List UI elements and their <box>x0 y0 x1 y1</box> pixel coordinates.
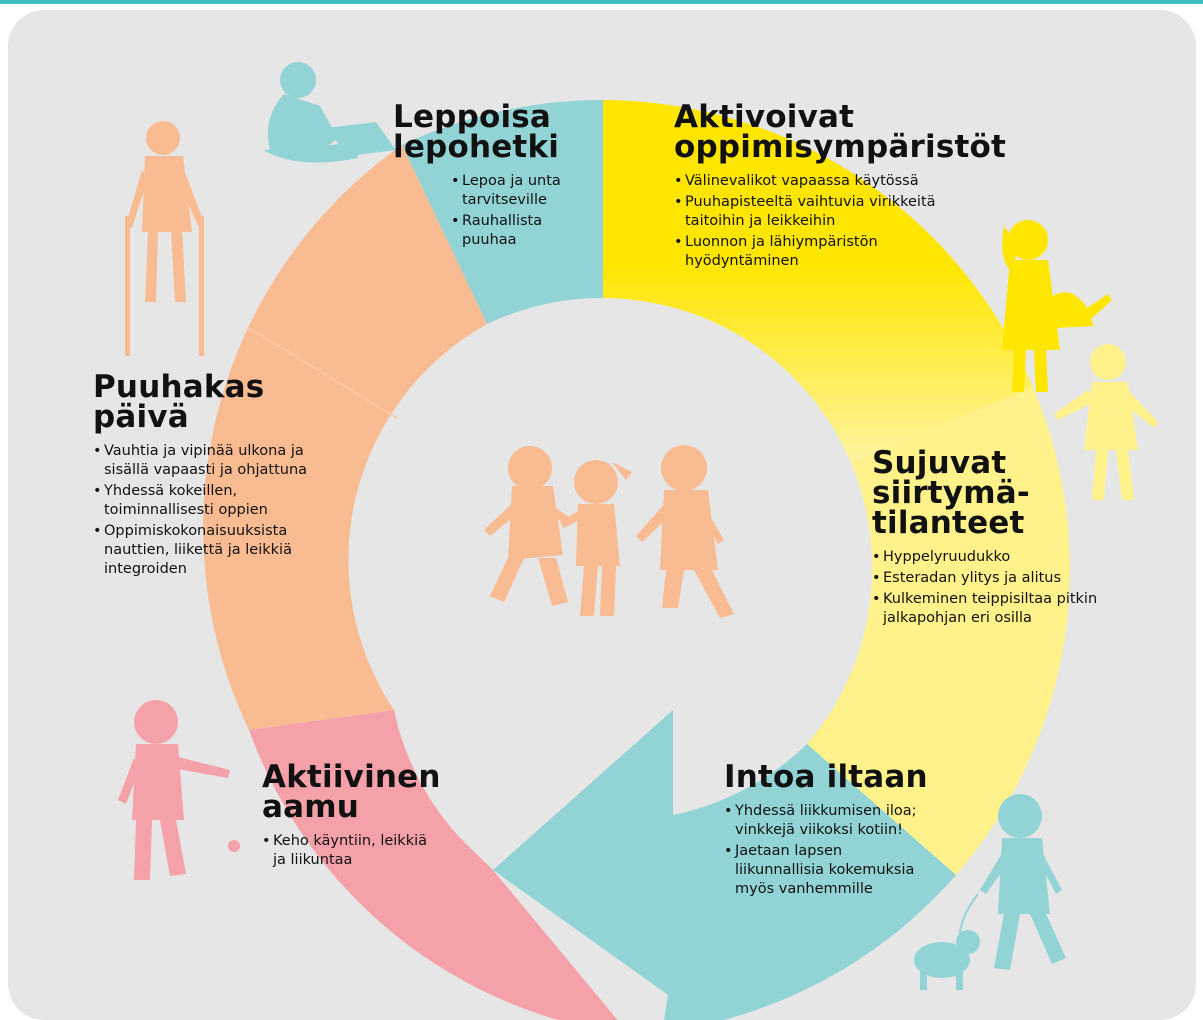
item-line: sisällä vapaasti ja ohjattuna <box>104 462 308 478</box>
segment-puuhakas <box>203 145 487 730</box>
list-item: Jaetaan lapsen liikunnallisia kokemuksia… <box>724 842 928 899</box>
item-line: Jaetaan lapsen <box>735 843 843 859</box>
item-line: Luonnon ja lähiympäristön <box>685 234 878 250</box>
item-line: integroiden <box>104 561 187 577</box>
section-aktiivinen: Aktiivinen aamu Keho käyntiin, leikkiä j… <box>262 762 441 872</box>
list-item: Yhdessä liikkumisen iloa; vinkkejä viiko… <box>724 802 928 840</box>
list-item: Yhdessä kokeillen, toiminnallisesti oppi… <box>93 482 307 520</box>
section-title: Sujuvat siirtymä- tilanteet <box>872 445 1097 541</box>
list-item: Välinevalikot vapaassa käytössä <box>674 172 1006 191</box>
title-line: Intoa iltaan <box>724 759 928 795</box>
item-line: Keho käyntiin, leikkiä <box>273 833 428 849</box>
item-line: Vauhtia ja vipinää ulkona ja <box>104 443 304 459</box>
title-line: Aktiivinen <box>262 759 441 795</box>
item-line: Kulkeminen teippisiltaa pitkin <box>883 591 1098 607</box>
section-intoa: Intoa iltaan Yhdessä liikkumisen iloa; v… <box>724 762 928 901</box>
bullet-list: Keho käyntiin, leikkiä ja liikuntaa <box>262 832 441 870</box>
item-line: toiminnallisesti oppien <box>104 502 268 518</box>
child-on-crutches-icon <box>125 121 204 356</box>
segment-sujuvat <box>807 387 1070 875</box>
bullet-list: Yhdessä liikkumisen iloa; vinkkejä viiko… <box>724 802 928 899</box>
divider-line <box>248 327 398 419</box>
item-line: Esteradan ylitys ja alitus <box>883 570 1062 586</box>
list-item: Kulkeminen teippisiltaa pitkin jalkapohj… <box>872 590 1097 628</box>
section-title: Leppoisa lepohetki <box>393 99 561 165</box>
list-item: Oppimiskokonaisuuksista nauttien, liiket… <box>93 522 307 579</box>
bullet-list: Vauhtia ja vipinää ulkona ja sisällä vap… <box>93 442 307 579</box>
toddler-pink-icon <box>118 700 240 880</box>
list-item: Vauhtia ja vipinää ulkona ja sisällä vap… <box>93 442 307 480</box>
list-item: Puuhapisteeltä vaihtuvia virikkeitä tait… <box>674 193 1006 231</box>
section-aktivoivat: Aktivoivat oppimisympäristöt Välinevalik… <box>674 102 1006 273</box>
section-leppoisa: Leppoisa lepohetki Lepoa ja unta tarvits… <box>393 102 561 252</box>
title-line: Puuhakas <box>93 369 265 405</box>
list-item: Lepoa ja unta tarvitseville <box>451 172 561 210</box>
item-line: puuhaa <box>462 232 517 248</box>
item-line: liikunnallisia kokemuksia <box>735 862 915 878</box>
section-title: Aktivoivat oppimisympäristöt <box>674 99 1007 165</box>
reading-child-icon <box>263 62 396 163</box>
item-line: Yhdessä kokeillen, <box>104 483 238 499</box>
title-line: tilanteet <box>872 505 1025 541</box>
section-title: Intoa iltaan <box>724 759 928 795</box>
item-line: myös vanhemmille <box>735 881 873 897</box>
section-puuhakas: Puuhakas päivä Vauhtia ja vipinää ulkona… <box>93 372 307 581</box>
item-line: vinkkejä viikoksi kotiin! <box>735 822 903 838</box>
list-item: Luonnon ja lähiympäristön hyödyntäminen <box>674 233 1006 271</box>
item-line: Välinevalikot vapaassa käytössä <box>685 173 919 189</box>
list-item: Keho käyntiin, leikkiä ja liikuntaa <box>262 832 441 870</box>
item-line: nauttien, liikettä ja leikkiä <box>104 542 292 558</box>
item-line: Rauhallista <box>462 213 543 229</box>
item-line: tarvitseville <box>462 192 547 208</box>
list-item: Hyppelyruudukko <box>872 548 1097 567</box>
title-line: aamu <box>262 789 360 825</box>
child-watering-can-icon <box>1002 220 1112 392</box>
title-line: Leppoisa <box>393 99 552 135</box>
item-line: ja liikuntaa <box>273 852 353 868</box>
item-line: Hyppelyruudukko <box>883 549 1011 565</box>
three-dancing-kids-icon <box>484 445 734 618</box>
item-line: Lepoa ja unta <box>462 173 561 189</box>
title-line: oppimisympäristöt <box>674 129 1007 165</box>
title-line: päivä <box>93 399 189 435</box>
item-line: hyödyntäminen <box>685 253 799 269</box>
title-line: lepohetki <box>393 129 560 165</box>
diagram-panel: Leppoisa lepohetki Lepoa ja unta tarvits… <box>8 10 1196 1020</box>
item-line: jalkapohjan eri osilla <box>883 610 1032 626</box>
bullet-list: Välinevalikot vapaassa käytössä Puuhapis… <box>674 172 1006 271</box>
top-accent-strip <box>0 0 1203 4</box>
section-title: Aktiivinen aamu <box>262 759 441 825</box>
jumping-girl-icon <box>1054 344 1158 500</box>
title-line: Aktivoivat <box>674 99 855 135</box>
section-title: Puuhakas päivä <box>93 369 307 435</box>
item-line: Yhdessä liikkumisen iloa; <box>735 803 917 819</box>
bullet-list: Hyppelyruudukko Esteradan ylitys ja alit… <box>872 548 1097 628</box>
bullet-list: Lepoa ja unta tarvitseville Rauhallista … <box>451 172 561 250</box>
child-walking-dog-icon <box>914 794 1066 990</box>
item-line: Oppimiskokonaisuuksista <box>104 523 288 539</box>
item-line: Puuhapisteeltä vaihtuvia virikkeitä <box>685 194 936 210</box>
section-sujuvat: Sujuvat siirtymä- tilanteet Hyppelyruudu… <box>872 448 1097 630</box>
title-line: Sujuvat <box>872 445 1007 481</box>
title-line: siirtymä- <box>872 475 1030 511</box>
list-item: Rauhallista puuhaa <box>451 212 561 250</box>
list-item: Esteradan ylitys ja alitus <box>872 569 1097 588</box>
item-line: taitoihin ja leikkeihin <box>685 213 836 229</box>
